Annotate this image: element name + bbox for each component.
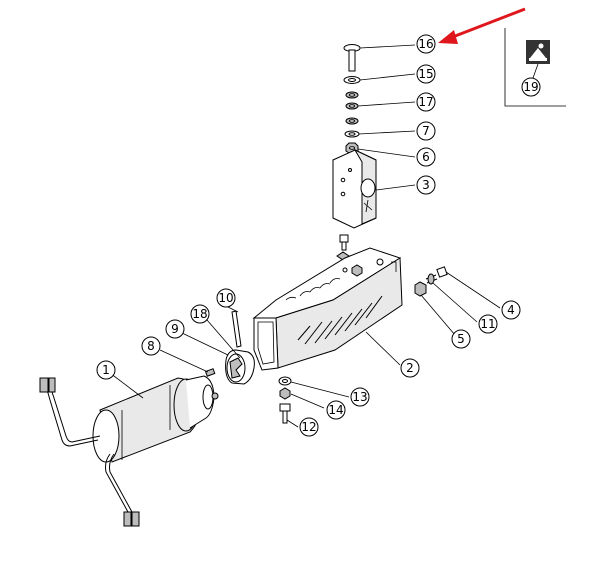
part-14-nut — [279, 387, 291, 400]
svg-text:2: 2 — [406, 361, 414, 375]
callout-9: 9 — [165, 319, 185, 339]
callout-15: 15 — [416, 64, 436, 84]
callout-10: 10 — [216, 288, 236, 308]
callout-12: 12 — [299, 417, 319, 437]
part-3-bracket — [332, 148, 377, 229]
part-10-pin — [231, 310, 242, 348]
part-18-coupling — [225, 349, 255, 385]
callout-18: 18 — [190, 304, 210, 324]
part-17-washers — [345, 91, 359, 125]
svg-text:4: 4 — [507, 303, 515, 317]
part-8-screw — [204, 368, 216, 377]
svg-text:19: 19 — [523, 80, 538, 94]
svg-text:14: 14 — [328, 403, 343, 417]
svg-text:1: 1 — [102, 363, 110, 377]
part-11-washer — [427, 273, 435, 285]
inset-box — [504, 28, 566, 107]
callout-14: 14 — [326, 400, 346, 420]
highlight-arrow — [438, 7, 526, 44]
svg-text:8: 8 — [147, 339, 155, 353]
motor-wires — [39, 377, 140, 527]
callout-13: 13 — [350, 387, 370, 407]
svg-text:13: 13 — [352, 390, 367, 404]
callout-6: 6 — [416, 147, 436, 167]
leader-lines — [109, 44, 501, 428]
part-7-washer — [344, 130, 360, 138]
part-12-bolt — [279, 403, 291, 424]
svg-text:12: 12 — [301, 420, 316, 434]
svg-text:11: 11 — [480, 317, 495, 331]
svg-text:18: 18 — [192, 307, 207, 321]
callout-16: 16 — [416, 34, 436, 54]
svg-text:5: 5 — [457, 332, 465, 346]
svg-text:7: 7 — [422, 124, 430, 138]
svg-text:17: 17 — [418, 95, 433, 109]
part-1-motor — [92, 375, 219, 463]
svg-text:3: 3 — [422, 178, 430, 192]
callout-19: 19 — [521, 77, 541, 97]
svg-text:6: 6 — [422, 150, 430, 164]
part-2-housing — [252, 247, 403, 371]
callout-5: 5 — [451, 329, 471, 349]
part-5-nut — [414, 281, 427, 297]
part-16-bolt — [343, 44, 361, 72]
callout-1: 1 — [96, 360, 116, 380]
svg-text:16: 16 — [418, 37, 433, 51]
callout-8: 8 — [141, 336, 161, 356]
svg-text:9: 9 — [171, 322, 179, 336]
callout-11: 11 — [478, 314, 498, 334]
small-bolt — [336, 234, 350, 261]
callout-2: 2 — [400, 358, 420, 378]
callout-17: 17 — [416, 92, 436, 112]
callout-4: 4 — [501, 300, 521, 320]
svg-text:10: 10 — [218, 291, 233, 305]
callout-7: 7 — [416, 121, 436, 141]
part-15-washer — [343, 76, 361, 84]
callout-3: 3 — [416, 175, 436, 195]
svg-text:15: 15 — [418, 67, 433, 81]
manual-warning-icon — [526, 40, 550, 64]
part-13-washer — [278, 376, 292, 386]
